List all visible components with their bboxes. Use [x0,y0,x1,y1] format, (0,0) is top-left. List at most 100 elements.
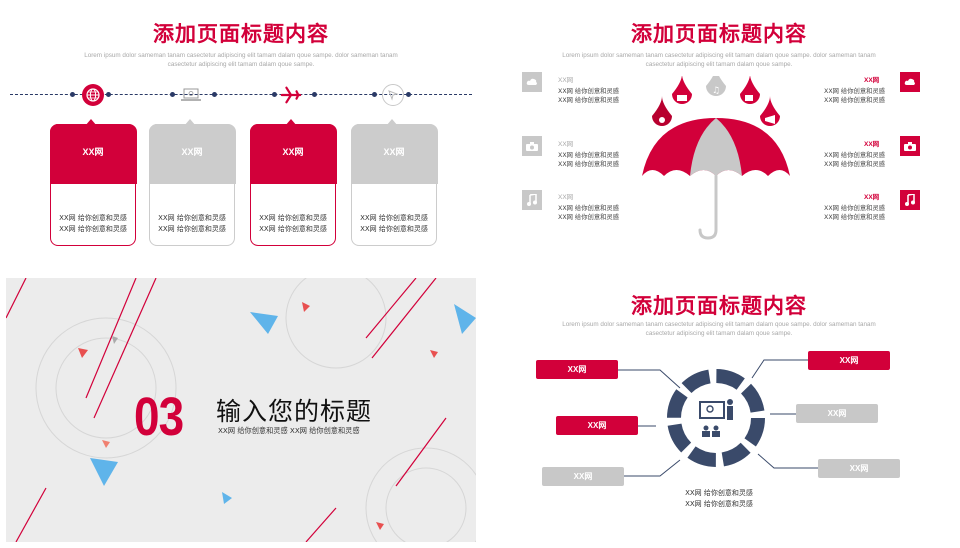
section-number: 03 [134,387,184,447]
subtitle-line: casectetur adipiscing elit tamam dalam q… [167,61,315,68]
item-line: XX网 给你创意和灵感 [558,97,620,104]
item-line: XX网 给你创意和灵感 [824,88,886,95]
svg-text:♫: ♫ [712,86,720,96]
item-line: XX网 给你创意和灵感 [824,152,886,159]
ring-diagram [606,359,818,477]
drop-megaphone-icon [760,96,780,126]
label-pill[interactable]: XX网 [556,416,638,435]
card-label: XX网 [249,123,337,184]
card-line: XX网 给你创意和灵感 [360,224,428,233]
card-notch [184,119,196,126]
label-pill[interactable]: XX网 [542,467,624,486]
cloud-icon [900,72,920,92]
card-text: XX网 给你创意和灵感 XX网 给你创意和灵感 [251,213,335,234]
item-text: XX网 给你创意和灵感 XX网 给你创意和灵感 [824,204,885,222]
slide-subtitle: Lorem ipsum dolor sameman tanam casectet… [61,51,421,69]
card-notch [285,119,297,126]
airplane-icon [280,84,302,106]
subtitle-line: Lorem ipsum dolor sameman tanam casectet… [84,52,398,59]
item-line: XX网 给你创意和灵感 [824,161,886,168]
card-line: XX网 给你创意和灵感 [158,224,226,233]
item-label: XX网 [864,141,880,148]
card-notch [386,119,398,126]
item-line: XX网 给你创意和灵感 [558,161,620,168]
music-icon [900,190,920,210]
item-text: XX网 给你创意和灵感 XX网 给你创意和灵感 [824,87,885,105]
timeline-dot [372,92,377,97]
diagram-caption: XX网 给你创意和灵感 XX网 给你创意和灵感 [644,488,794,510]
decorative-background [6,278,476,542]
drop-camera-icon [672,76,692,104]
card[interactable]: XX网 XX网 给你创意和灵感 XX网 给你创意和灵感 [249,119,337,246]
card-line: XX网 给你创意和灵感 [360,214,428,222]
drop-cloud-icon [652,96,672,127]
section-title: 输入您的标题 [216,397,373,426]
compass-icon [382,84,404,106]
card-text: XX网 给你创意和灵感 XX网 给你创意和灵感 [352,213,436,234]
drop-video-icon [740,76,760,104]
item-line: XX网 给你创意和灵感 [558,214,620,221]
item-text: XX网 给你创意和灵感 XX网 给你创意和灵感 [558,204,619,222]
card[interactable]: XX网 XX网 给你创意和灵感 XX网 给你创意和灵感 [148,119,236,246]
label-pill[interactable]: XX网 [808,351,890,370]
card-text: XX网 给你创意和灵感 XX网 给你创意和灵感 [51,213,135,234]
item-line: XX网 给你创意和灵感 [824,205,886,212]
card-line: XX网 给你创意和灵感 [59,214,127,222]
timeline-dot [212,92,217,97]
timeline-dot [70,92,75,97]
timeline-dot [106,92,111,97]
label-pill[interactable]: XX网 [796,404,878,423]
laptop-icon [180,84,202,106]
slide-timeline[interactable]: 添加页面标题内容 Lorem ipsum dolor sameman tanam… [6,6,476,270]
camera-icon [900,136,920,156]
item-label: XX网 [864,194,880,201]
slide-title: 添加页面标题内容 [631,294,807,318]
item-line: XX网 给你创意和灵感 [824,97,886,104]
card-label: XX网 [148,123,236,184]
caption-line: XX网 给你创意和灵感 [685,489,753,497]
timeline-line [10,94,472,95]
card-label: XX网 [350,123,438,184]
item-line: XX网 给你创意和灵感 [558,152,620,159]
item-line: XX网 给你创意和灵感 [558,88,620,95]
timeline-dot [170,92,175,97]
section-subtitle: XX网 给你创意和灵感 XX网 给你创意和灵感 [218,426,360,435]
card[interactable]: XX网 XX网 给你创意和灵感 XX网 给你创意和灵感 [49,119,137,246]
slide-section-title[interactable]: 03 输入您的标题 XX网 给你创意和灵感 XX网 给你创意和灵感 [6,278,476,542]
item-line: XX网 给你创意和灵感 [824,214,886,221]
card-line: XX网 给你创意和灵感 [59,224,127,233]
item-label: XX网 [558,141,574,148]
card-line: XX网 给你创意和灵感 [158,214,226,222]
slide-title: 添加页面标题内容 [631,22,807,46]
card-notch [85,119,97,126]
camera-icon [522,136,542,156]
slide-subtitle: Lorem ipsum dolor sameman tanam casectet… [539,320,899,338]
slide-ring-diagram[interactable]: 添加页面标题内容 Lorem ipsum dolor sameman tanam… [484,278,954,542]
globe-icon [82,84,104,106]
item-label: XX网 [864,77,880,84]
label-pill[interactable]: XX网 [818,459,900,478]
timeline-dot [312,92,317,97]
card-line: XX网 给你创意和灵感 [259,214,327,222]
card-text: XX网 给你创意和灵感 XX网 给你创意和灵感 [150,213,234,234]
item-label: XX网 [558,194,574,201]
item-label: XX网 [558,77,574,84]
slide-umbrella[interactable]: 添加页面标题内容 Lorem ipsum dolor sameman tanam… [484,6,954,270]
ring-segments [667,369,765,467]
music-icon [522,190,542,210]
cloud-icon [522,72,542,92]
umbrella-illustration: ♫ [642,76,790,240]
timeline-dot [272,92,277,97]
timeline-dot [406,92,411,97]
subtitle-line: casectetur adipiscing elit tamam dalam q… [645,61,793,68]
card-label: XX网 [49,123,137,184]
label-pill[interactable]: XX网 [536,360,618,379]
slide-title: 添加页面标题内容 [153,22,329,46]
card[interactable]: XX网 XX网 给你创意和灵感 XX网 给你创意和灵感 [350,119,438,246]
item-text: XX网 给你创意和灵感 XX网 给你创意和灵感 [558,87,619,105]
item-text: XX网 给你创意和灵感 XX网 给你创意和灵感 [824,151,885,169]
subtitle-line: Lorem ipsum dolor sameman tanam casectet… [562,321,876,328]
slide-subtitle: Lorem ipsum dolor sameman tanam casectet… [539,51,899,69]
drop-music-icon: ♫ [706,76,726,96]
subtitle-line: Lorem ipsum dolor sameman tanam casectet… [562,52,876,59]
